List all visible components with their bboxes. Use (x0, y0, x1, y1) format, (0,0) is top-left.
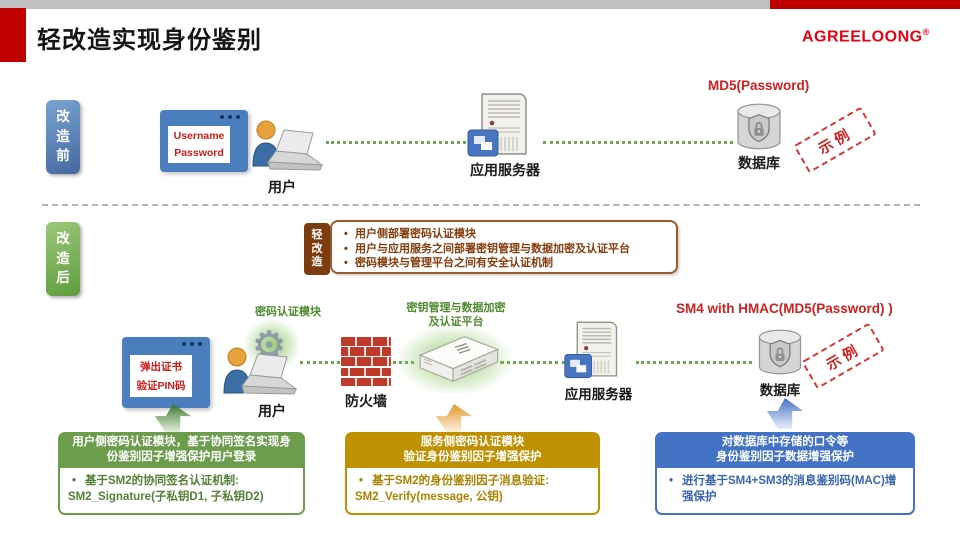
stage-tag-before: 改造前 (46, 100, 80, 174)
flow-dotted-line (326, 141, 472, 144)
app-server-icon (467, 93, 527, 157)
example-stamp-after: 示例 (801, 322, 885, 390)
card-code: SM2_Verify(message, 公钥) (355, 490, 503, 503)
card-title-line: 份鉴别因子增强保护用户登录 (106, 451, 257, 463)
cert-popup-line: 弹出证书 (140, 361, 182, 373)
card-title-line: 用户侧密码认证模块，基于协同签名实现身 (72, 436, 291, 448)
registered-mark: ® (922, 27, 930, 37)
crypto-module-label: 密码认证模块 (255, 306, 321, 318)
app-server-label-before: 应用服务器 (470, 162, 540, 178)
card-title: 服务侧密码认证模块 验证身份鉴别因子增强保护 (345, 432, 600, 468)
card-title-line: 身份鉴别因子数据增强保护 (716, 451, 854, 463)
window-dots-icon (182, 342, 202, 346)
card-title-line: 对数据库中存储的口令等 (721, 436, 849, 448)
hash-annotation-after: SM4 with HMAC(MD5(Password) ) (676, 301, 893, 316)
flow-dotted-line (500, 361, 566, 364)
card-title: 用户侧密码认证模块，基于协同签名实现身 份鉴别因子增强保护用户登录 (58, 432, 305, 468)
top-bar-gray (0, 0, 770, 9)
login-window-before: Username Password (160, 110, 248, 172)
laptop-icon (267, 129, 324, 171)
card-title-line: 服务侧密码认证模块 (420, 436, 525, 448)
firewall-icon (341, 337, 391, 388)
pin-verify-line: 验证PIN码 (136, 380, 186, 392)
brand-name: AGREELOONG (802, 28, 923, 46)
card-user-side: 用户侧密码认证模块，基于协同签名实现身 份鉴别因子增强保护用户登录 基于SM2的… (58, 432, 305, 515)
flow-dotted-line (636, 361, 752, 364)
login-line-username: Username (173, 130, 225, 143)
user-label-before: 用户 (268, 179, 296, 195)
card-title-line: 验证身份鉴别因子增强保护 (403, 451, 542, 463)
card-body: 基于SM2的身份鉴别因子消息验证: SM2_Verify(message, 公钥… (345, 468, 600, 515)
page-title: 轻改造实现身份鉴别 (37, 27, 262, 54)
login-panel: Username Password (168, 126, 230, 163)
callout-bullet: 用户侧部署密码认证模块 (342, 227, 668, 242)
crypto-appliance-icon (418, 336, 500, 383)
brand-logo: AGREELOONG® (802, 27, 930, 46)
card-service-side: 服务侧密码认证模块 验证身份鉴别因子增强保护 基于SM2的身份鉴别因子消息验证:… (345, 432, 600, 515)
app-server-icon (564, 321, 618, 379)
database-label-before: 数据库 (738, 155, 780, 171)
window-dots-icon (220, 115, 240, 119)
laptop-icon (241, 353, 298, 395)
title-accent-block (0, 8, 26, 62)
callout-tab: 轻改造 (304, 223, 330, 275)
callout-bullet: 用户与应用服务之间部署密钥管理与数据加密及认证平台 (342, 242, 668, 257)
database-icon (758, 329, 802, 375)
card-bullet: 基于SM2的协同签名认证机制: (68, 474, 295, 490)
card-title: 对数据库中存储的口令等 身份鉴别因子数据增强保护 (655, 432, 915, 468)
callout-bullet: 密码模块与管理平台之间有安全认证机制 (342, 256, 668, 271)
shield-lock-icon (769, 339, 791, 368)
card-code: SM2_Signature(子私钥D1, 子私钥D2) (68, 490, 264, 503)
user-label-after: 用户 (258, 403, 286, 419)
card-database-side: 对数据库中存储的口令等 身份鉴别因子数据增强保护 进行基于SM4+SM3的消息鉴… (655, 432, 915, 515)
arrow-up-icon (767, 398, 803, 429)
stage-tag-after: 改造后 (46, 222, 80, 296)
database-icon (737, 103, 781, 150)
card-body: 基于SM2的协同签名认证机制: SM2_Signature(子私钥D1, 子私钥… (58, 468, 305, 515)
arrow-up-icon (436, 404, 472, 433)
login-line-password: Password (174, 146, 224, 159)
callout-box: 用户侧部署密码认证模块 用户与应用服务之间部署密钥管理与数据加密及认证平台 密码… (330, 220, 678, 274)
card-bullet: 进行基于SM4+SM3的消息鉴别码(MAC)增强保护 (665, 474, 905, 505)
firewall-label: 防火墙 (345, 393, 387, 409)
hash-annotation-before: MD5(Password) (708, 78, 810, 93)
example-stamp-before: 示例 (793, 106, 877, 174)
flow-dotted-line (300, 361, 346, 364)
arrow-up-icon (155, 404, 191, 433)
app-server-label-after: 应用服务器 (564, 387, 633, 402)
card-bullet: 基于SM2的身份鉴别因子消息验证: (355, 474, 590, 490)
login-window-after: 弹出证书 验证PIN码 (122, 337, 210, 408)
login-panel: 弹出证书 验证PIN码 (130, 355, 192, 397)
user-icon (223, 347, 251, 394)
flow-dotted-line (543, 141, 733, 144)
database-label-after: 数据库 (759, 383, 801, 398)
section-divider (42, 204, 920, 206)
top-bar-red-accent (770, 0, 960, 9)
card-body: 进行基于SM4+SM3的消息鉴别码(MAC)增强保护 (655, 468, 915, 515)
